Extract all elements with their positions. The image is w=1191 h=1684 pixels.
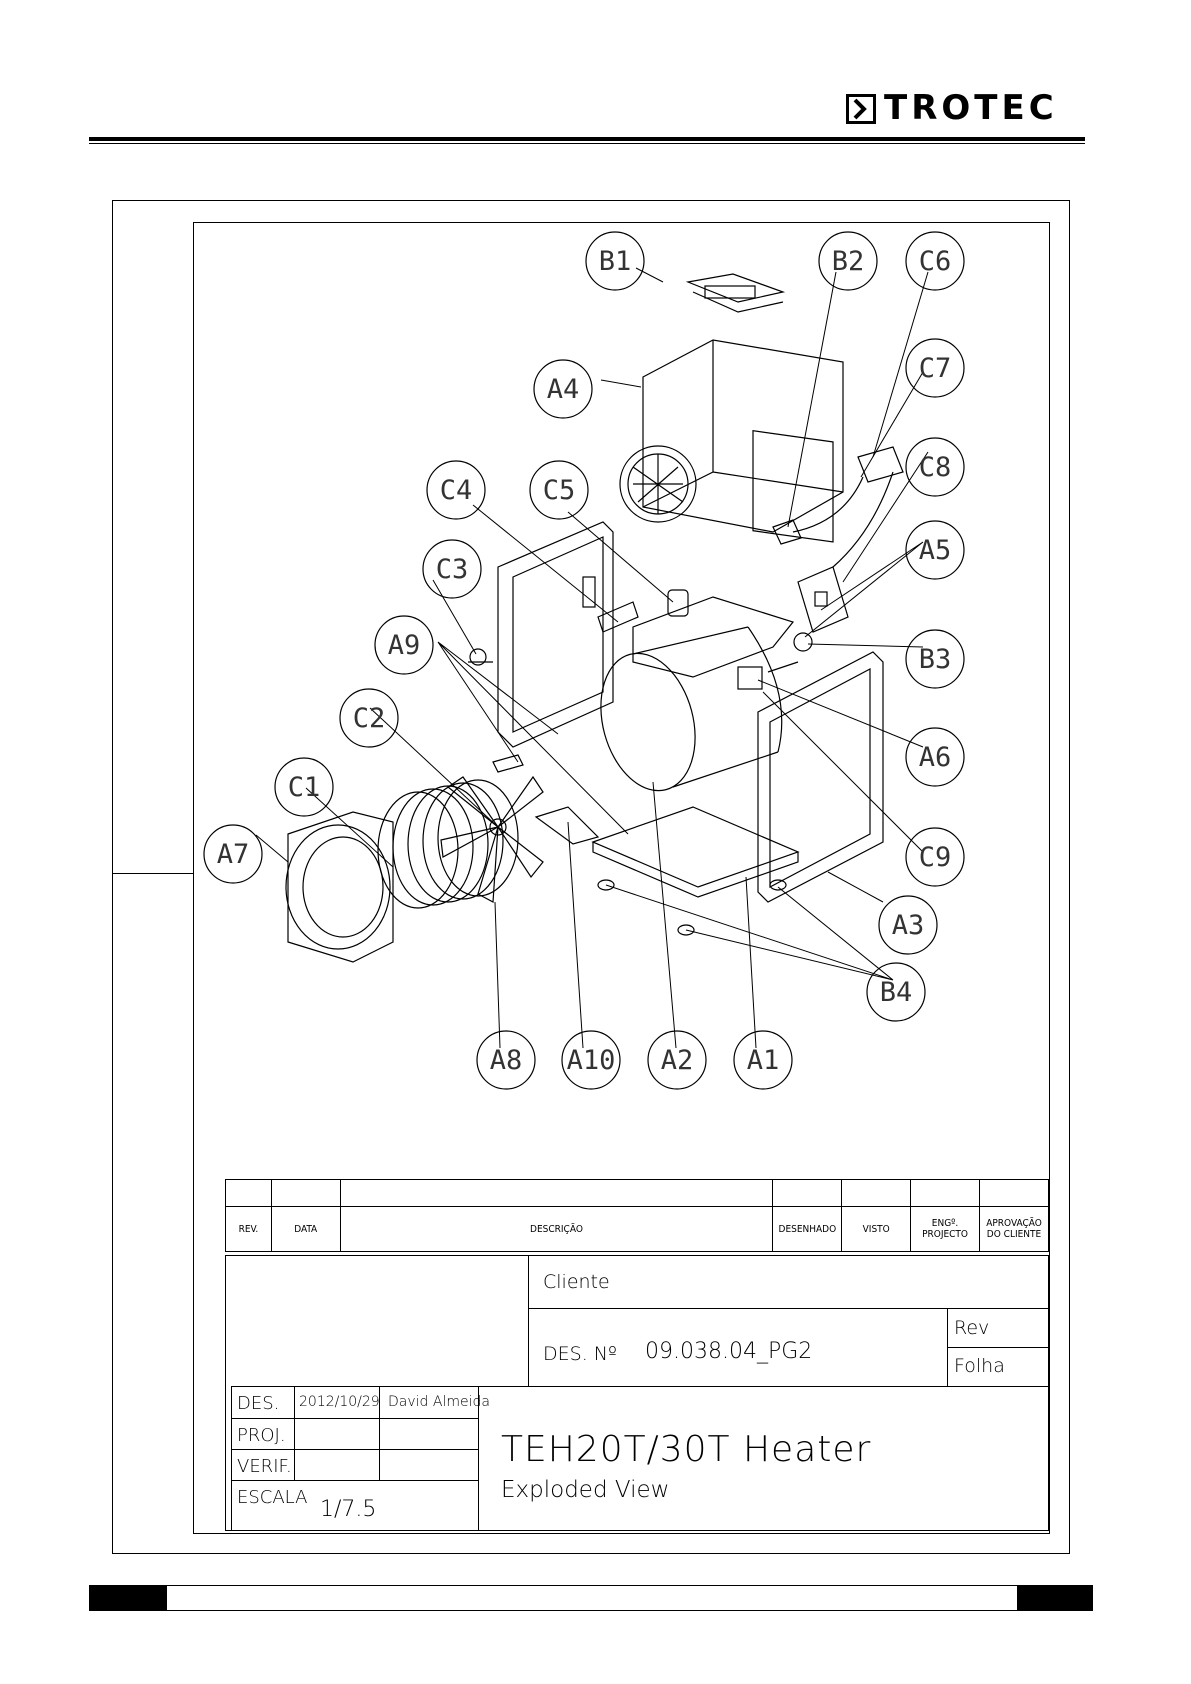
part-b1-handle: [688, 274, 783, 312]
callout-c2: C2: [353, 703, 386, 734]
part-a3-panel: [758, 652, 883, 902]
cliente-cell: Cliente: [528, 1255, 1049, 1309]
rev-label: Rev: [954, 1317, 989, 1339]
verif-label-cell: VERIF.: [231, 1449, 295, 1481]
verif-name-cell: [379, 1449, 479, 1481]
des-label-cell: DES.: [231, 1386, 295, 1419]
header-aprovacao: APROVAÇÃO DO CLIENTE: [980, 1207, 1049, 1252]
escala-value: 1/7.5: [320, 1497, 376, 1522]
trotec-logo-mark: [846, 94, 876, 124]
part-a10-bracket: [536, 807, 598, 844]
drawing-subtitle: Exploded View: [501, 1477, 669, 1503]
part-frame-panel: [498, 522, 638, 747]
verif-date-cell: [294, 1449, 380, 1481]
des-date: 2012/10/29: [299, 1394, 380, 1410]
proj-label: PROJ.: [237, 1425, 286, 1446]
header-rev: REV.: [226, 1207, 272, 1252]
verif-label: VERIF.: [237, 1456, 292, 1477]
footer-bar-right: [1017, 1585, 1093, 1611]
part-a1-base: [593, 807, 798, 897]
des-name-cell: David Almeida: [379, 1386, 479, 1419]
proj-label-cell: PROJ.: [231, 1418, 295, 1450]
frame-divider: [112, 873, 193, 874]
escala-cell: ESCALA 1/7.5: [231, 1480, 479, 1531]
callout-c6: C6: [919, 246, 952, 277]
escala-label: ESCALA: [237, 1487, 307, 1508]
callout-a9: A9: [388, 630, 421, 661]
callout-b3: B3: [919, 644, 952, 675]
part-a4-housing: [620, 340, 843, 542]
part-a6-relay: [738, 662, 798, 689]
callout-circles: [204, 232, 964, 1089]
header-rule-thin: [89, 143, 1085, 144]
proj-name-cell: [379, 1418, 479, 1450]
proj-date-cell: [294, 1418, 380, 1450]
header-descricao: DESCRIÇÃO: [340, 1207, 773, 1252]
part-b3-gland: [794, 633, 812, 651]
footer-bar-left: [89, 1585, 167, 1611]
callout-c3: C3: [436, 554, 469, 585]
header-rule: [89, 137, 1085, 141]
callout-c9: C9: [919, 842, 952, 873]
header-visto: VISTO: [842, 1207, 911, 1252]
callout-c4: C4: [440, 475, 473, 506]
callout-a5: A5: [919, 535, 952, 566]
callout-a3: A3: [892, 910, 925, 941]
part-c7-connector: [793, 447, 903, 567]
footer-bar: [89, 1585, 1093, 1611]
des-label: DES.: [237, 1393, 279, 1414]
des-no-label: DES. Nº: [543, 1343, 617, 1365]
folha-cell: Folha: [947, 1347, 1049, 1387]
callout-a4: A4: [547, 374, 580, 405]
callout-a6: A6: [919, 742, 952, 773]
title-cell: TEH20T/30T Heater Exploded View: [478, 1386, 1049, 1531]
callout-c5: C5: [543, 475, 576, 506]
callout-a1: A1: [747, 1045, 780, 1076]
drawing-title: TEH20T/30T Heater: [501, 1429, 871, 1470]
callout-b4: B4: [880, 977, 913, 1008]
callout-b2: B2: [832, 246, 865, 277]
part-a9-clip: [493, 755, 523, 772]
des-date-cell: 2012/10/29: [294, 1386, 380, 1419]
callout-c7: C7: [919, 353, 952, 384]
callout-c8: C8: [919, 452, 952, 483]
part-a8-fan: [441, 777, 543, 902]
folha-label: Folha: [954, 1355, 1005, 1377]
callout-b1: B1: [599, 246, 632, 277]
callout-a7: A7: [217, 839, 250, 870]
des-name: David Almeida: [388, 1394, 490, 1410]
rev-cell: Rev: [947, 1308, 1049, 1348]
callout-a8: A8: [490, 1045, 523, 1076]
des-no-value: 09.038.04_PG2: [645, 1339, 812, 1364]
callout-c1: C1: [288, 772, 321, 803]
chevron-right-icon: [849, 97, 873, 121]
revision-table: REV. DATA DESCRIÇÃO DESENHADO VISTO ENGº…: [225, 1179, 1049, 1252]
header-desenhado: DESENHADO: [773, 1207, 842, 1252]
part-c3-thermostat: [468, 649, 493, 665]
part-a2-cylinder: [586, 627, 781, 801]
header-data: DATA: [271, 1207, 340, 1252]
callout-a10: A10: [567, 1045, 616, 1076]
cliente-label: Cliente: [543, 1271, 610, 1293]
part-a7-grille: [286, 812, 393, 962]
brand-logo: TROTEC: [884, 88, 1058, 128]
part-c5-capacitor: [668, 590, 688, 616]
callout-a2: A2: [661, 1045, 694, 1076]
header-eng-projecto: ENGº. PROJECTO: [911, 1207, 980, 1252]
